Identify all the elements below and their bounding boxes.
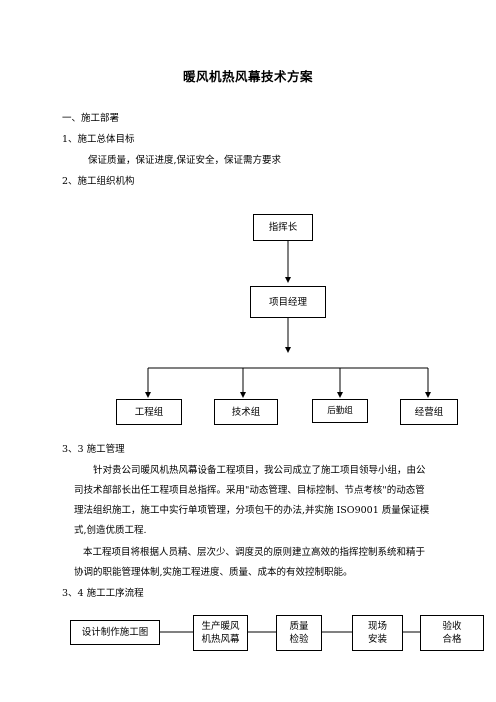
heading-org-structure: 2、施工组织机构: [62, 176, 135, 187]
heading-process-flow: 3、4 施工工序流程: [62, 588, 144, 599]
org-label-commander: 指挥长: [268, 222, 298, 233]
org-box-project-manager: 项目经理: [250, 286, 326, 318]
management-paragraph-1: 针对贵公司暖风机热风幕设备工程项目，我公司成立了施工项目领导小组，由公司技术部部…: [74, 465, 430, 536]
flow-label-acceptance-line2: 合格: [442, 634, 462, 645]
org-label-business-group: 经营组: [414, 406, 444, 418]
flow-step-acceptance: 验收 合格: [420, 615, 484, 651]
flow-label-production-line2: 机热风幕: [201, 634, 240, 645]
org-label-logistics-group: 后勤组: [327, 405, 353, 416]
management-paragraph-2: 本工程项目将根据人员精、层次少、调度灵的原则建立高效的指挥控制系统和精于协调的职…: [74, 547, 426, 578]
org-box-commander: 指挥长: [253, 214, 313, 241]
page-title: 暖风机热风幕技术方案: [182, 69, 313, 84]
org-box-business-group: 经营组: [400, 399, 458, 425]
flow-label-installation-line2: 安装: [367, 634, 387, 645]
flow-step-production: 生产暖风 机热风幕: [193, 615, 248, 651]
flow-label-installation-line1: 现场: [367, 621, 387, 632]
org-box-logistics-group: 后勤组: [312, 399, 368, 423]
org-label-project-manager: 项目经理: [268, 296, 307, 308]
heading-construction-management: 3、3 施工管理: [62, 444, 125, 455]
goal-text: 保证质量，保证进度,保证安全，保证需方要求: [88, 155, 282, 166]
section-heading-deployment: 一、施工部署: [62, 113, 120, 124]
flow-label-design-drawings: 设计制作施工图: [81, 627, 149, 638]
flow-step-site-installation: 现场 安装: [352, 615, 403, 651]
flow-label-inspection-line1: 质量: [289, 621, 309, 632]
flow-label-acceptance-line1: 验收: [442, 621, 462, 632]
org-box-engineering-group: 工程组: [116, 399, 182, 425]
flow-step-design-drawings: 设计制作施工图: [70, 620, 160, 645]
org-label-technical-group: 技术组: [231, 406, 261, 418]
flow-label-production-line1: 生产暖风: [201, 621, 240, 632]
org-label-engineering-group: 工程组: [134, 406, 164, 418]
heading-overall-goal: 1、施工总体目标: [62, 134, 135, 145]
flow-step-quality-inspection: 质量 检验: [276, 615, 322, 651]
org-box-technical-group: 技术组: [214, 399, 278, 425]
flow-label-inspection-line2: 检验: [289, 634, 309, 645]
